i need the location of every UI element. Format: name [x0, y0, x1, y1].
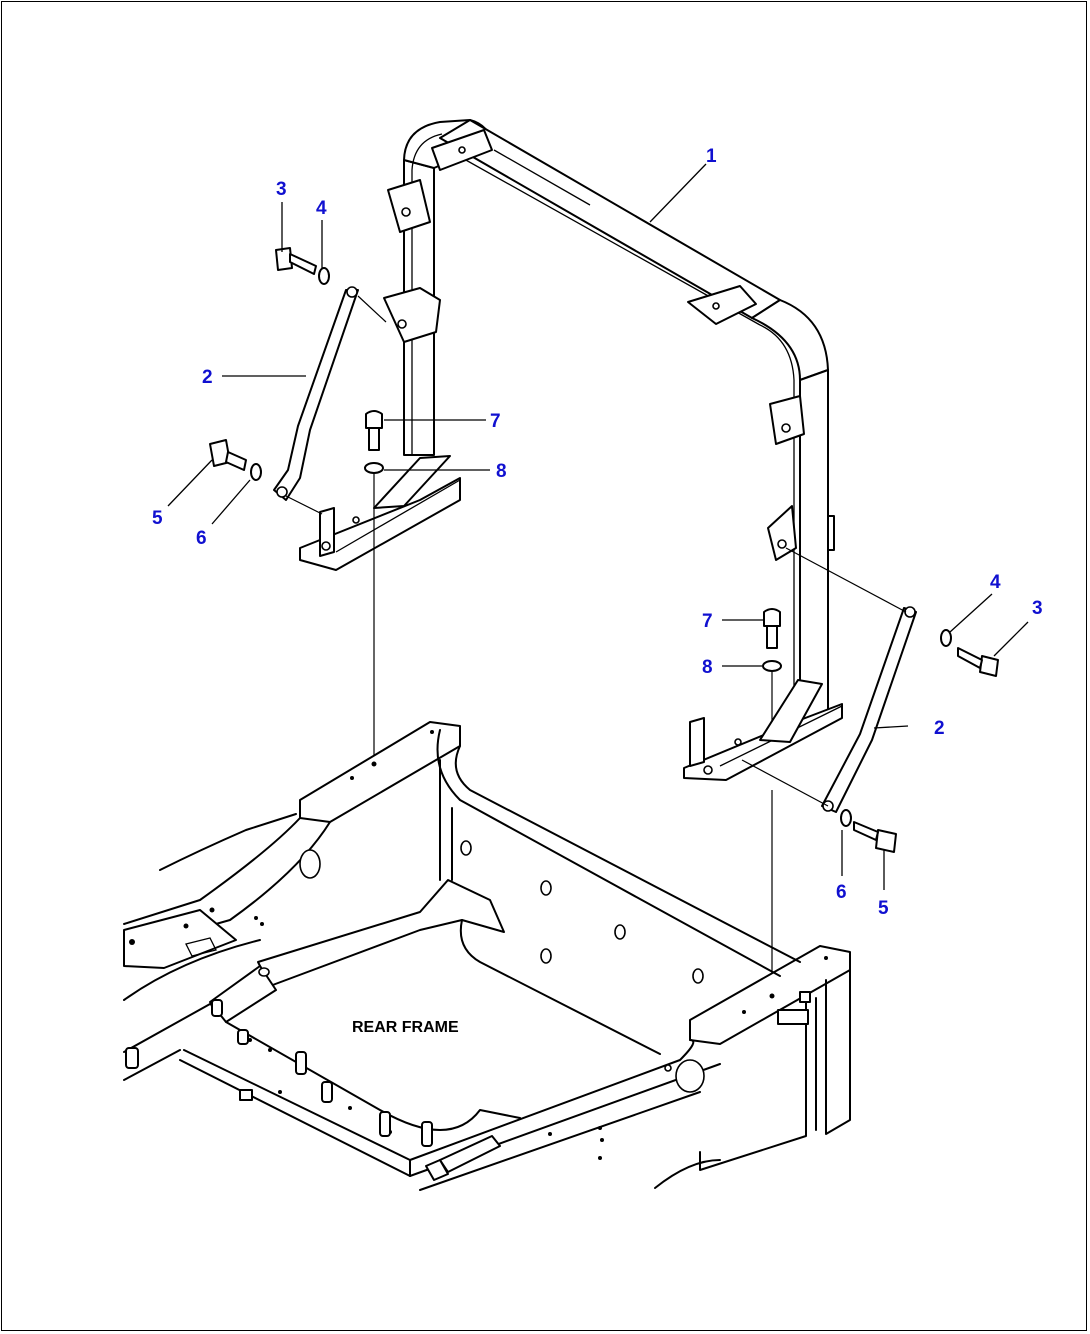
assembly-lines [285, 295, 907, 992]
callout-7-left: 7 [490, 411, 501, 432]
callout-2-right: 2 [934, 718, 945, 739]
rops-frame [299, 119, 843, 781]
callout-5-left: 5 [152, 508, 163, 529]
rear-frame-label: REAR FRAME [352, 1019, 459, 1036]
rear-frame [123, 721, 851, 1191]
callout-5-right: 5 [878, 898, 889, 919]
callout-labels: 1 2 2 3 3 4 4 5 5 6 6 7 7 8 8 [152, 146, 1043, 919]
callout-7-right: 7 [702, 611, 713, 632]
callout-leaders [167, 163, 1029, 890]
callout-1: 1 [706, 146, 717, 167]
callout-8-right: 8 [702, 657, 713, 678]
callout-3-right: 3 [1032, 598, 1043, 619]
callout-6-left: 6 [196, 528, 207, 549]
stay-link-left [273, 286, 359, 501]
callout-4-left: 4 [316, 198, 327, 219]
callout-2-left: 2 [202, 367, 213, 388]
callout-6-right: 6 [836, 882, 847, 903]
callout-8-left: 8 [496, 461, 507, 482]
fasteners [209, 247, 999, 853]
callout-3-left: 3 [276, 179, 287, 200]
callout-4-right: 4 [990, 572, 1001, 593]
